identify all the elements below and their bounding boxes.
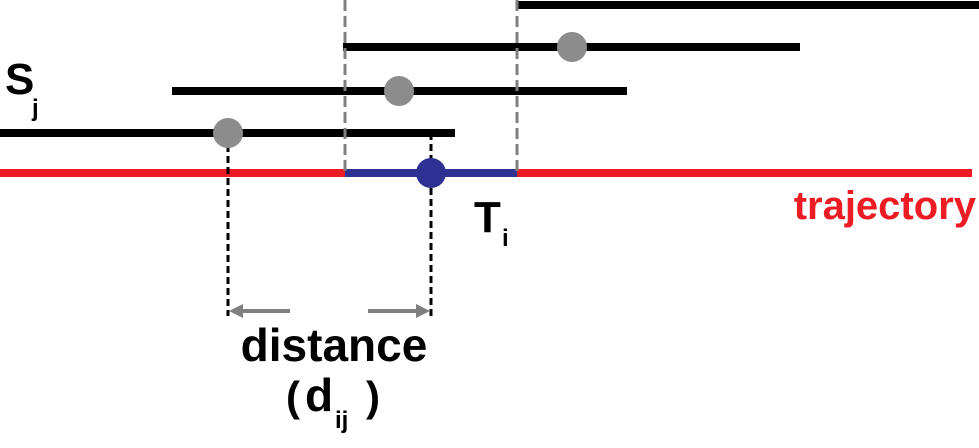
- distance-arrow-right-head: [416, 304, 430, 318]
- trajectory-label: trajectory: [794, 184, 977, 228]
- sample-point-4: [213, 118, 243, 148]
- t-label: T: [474, 193, 501, 242]
- sample-point-2: [557, 32, 587, 62]
- d-close-paren: ): [366, 373, 380, 420]
- s-subscript: j: [31, 95, 39, 122]
- trajectory-point: [416, 158, 446, 188]
- distance-arrow-left-head: [229, 304, 243, 318]
- distance-label: distance: [241, 319, 428, 371]
- sample-point-3: [384, 76, 414, 106]
- t-subscript: i: [502, 225, 509, 252]
- s-label: S: [5, 55, 34, 104]
- d-label: d: [305, 369, 333, 421]
- d-open-paren: (: [286, 373, 300, 420]
- d-subscript: ij: [335, 407, 348, 434]
